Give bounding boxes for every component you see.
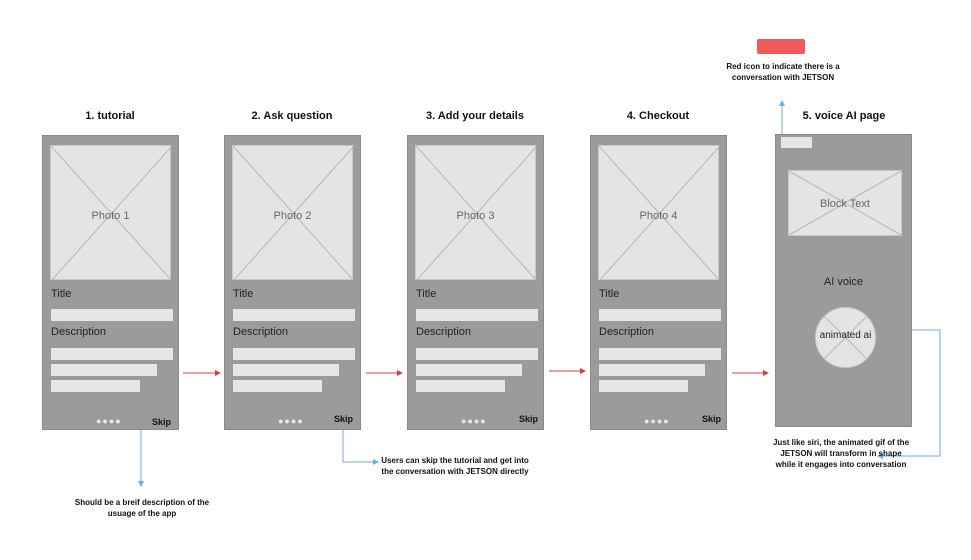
photo-label: Photo 3	[456, 210, 495, 222]
title-field[interactable]	[51, 309, 173, 321]
ai-voice-label: AI voice	[823, 276, 864, 288]
description-line-1	[416, 348, 538, 360]
photo-placeholder: Photo 1	[50, 145, 172, 281]
step-title-1: 1. tutorial	[85, 110, 135, 122]
step-title-3: 3. Add your details	[425, 110, 524, 122]
description-label: Description	[51, 326, 107, 338]
conversation-indicator[interactable]	[781, 137, 812, 148]
description-label: Description	[416, 326, 472, 338]
description-line-3	[416, 380, 505, 392]
title-label: Title	[233, 288, 254, 300]
pagination-dots[interactable]: ●●●●	[96, 416, 122, 426]
description-line-2	[416, 364, 522, 376]
ask-question-screen: Photo 2 Title Description ●●●● Skip	[224, 135, 361, 430]
skip-connector	[342, 428, 379, 465]
tutorial-screen: Photo 1 Title Description ●●●● Skip	[42, 135, 179, 430]
description-line-1	[599, 348, 721, 360]
siri-note: Just like siri, the animated gif of the …	[772, 438, 910, 469]
description-line-3	[599, 380, 688, 392]
photo-placeholder: Photo 4	[598, 145, 720, 281]
step-title-2: 2. Ask question	[251, 110, 333, 122]
description-line-2	[51, 364, 157, 376]
skip-button[interactable]: Skip	[702, 414, 722, 424]
description-line-1	[51, 348, 173, 360]
voice-ai-screen: Block Text AI voice animated ai	[775, 134, 912, 427]
description-label: Description	[599, 326, 655, 338]
photo-label: Photo 2	[273, 210, 312, 222]
animated-ai-label: animated ai	[819, 330, 872, 341]
description-label: Description	[233, 326, 289, 338]
title-field[interactable]	[233, 309, 355, 321]
add-details-screen: Photo 3 Title Description ●●●● Skip	[407, 135, 544, 430]
red-icon-note: Red icon to indicate there is a conversa…	[726, 62, 840, 82]
title-label: Title	[599, 288, 620, 300]
photo-label: Photo 1	[91, 210, 130, 222]
skip-button[interactable]: Skip	[334, 414, 354, 424]
photo-label: Photo 4	[639, 210, 678, 222]
pagination-dots[interactable]: ●●●●	[278, 416, 304, 426]
description-line-2	[599, 364, 705, 376]
photo-placeholder: Photo 3	[415, 145, 537, 281]
title-label: Title	[416, 288, 437, 300]
skip-tutorial-note: Users can skip the tutorial and get into…	[381, 456, 529, 476]
description-line-3	[51, 380, 140, 392]
block-text-label: Block Text	[820, 198, 870, 210]
pagination-dots[interactable]: ●●●●	[644, 416, 670, 426]
animated-ai-orb[interactable]: animated ai	[815, 307, 876, 368]
checkout-screen: Photo 4 Title Description ●●●● Skip	[590, 135, 727, 430]
step-title-4: 4. Checkout	[626, 110, 690, 122]
description-line-2	[233, 364, 339, 376]
block-text-placeholder: Block Text	[788, 170, 902, 236]
description-line-3	[233, 380, 322, 392]
description-line-1	[233, 348, 355, 360]
title-field[interactable]	[416, 309, 538, 321]
title-field[interactable]	[599, 309, 721, 321]
skip-button[interactable]: Skip	[152, 417, 172, 427]
skip-button[interactable]: Skip	[519, 414, 539, 424]
step-title-5: 5. voice AI page	[802, 110, 886, 122]
title-label: Title	[51, 288, 72, 300]
pagination-dots[interactable]: ●●●●	[461, 416, 487, 426]
photo-placeholder: Photo 2	[232, 145, 354, 281]
red-conversation-icon[interactable]	[757, 39, 805, 54]
description-note: Should be a breif description of the usu…	[74, 498, 210, 518]
